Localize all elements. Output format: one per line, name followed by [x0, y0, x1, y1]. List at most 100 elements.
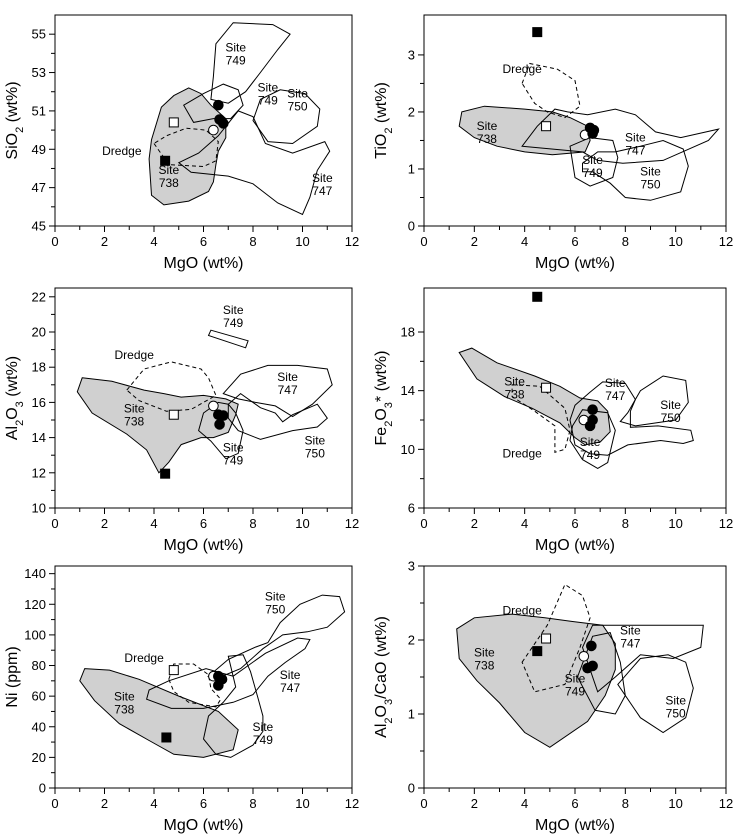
x-tick-label: 10	[295, 796, 309, 811]
y-axis-title: SiO2​ (wt%)	[4, 81, 26, 159]
data-point-filled-square	[160, 155, 171, 166]
data-point-filled-square	[532, 291, 543, 302]
field-label: 747	[620, 636, 640, 650]
field-label: Dredge	[124, 651, 164, 665]
y-tick-label: 80	[32, 658, 46, 673]
field-label: Site	[312, 171, 333, 185]
field-label: 750	[661, 411, 681, 425]
y-tick-label: 120	[24, 597, 46, 612]
field-label: Site	[305, 433, 326, 447]
y-axis-title: Al2​O3​ (wt%)	[4, 356, 26, 440]
y-tick-label: 14	[401, 383, 415, 398]
data-point-filled-circle	[213, 680, 224, 691]
field-label: 747	[312, 184, 332, 198]
field-label: Site	[665, 694, 686, 708]
field-label: 749	[223, 453, 243, 467]
field-label: Site	[640, 165, 661, 179]
y-tick-label: 55	[32, 27, 46, 42]
x-tick-label: 12	[345, 516, 359, 531]
field-label: 749	[253, 733, 273, 747]
x-axis-title: MgO (wt%)	[535, 255, 615, 272]
y-tick-label: 6	[408, 501, 415, 516]
x-axis-title: MgO (wt%)	[164, 817, 244, 834]
chart-panel-1: Site738DredgeSite749Site749Site750Site74…	[4, 14, 359, 272]
data-point-filled-circle	[213, 99, 224, 111]
x-tick-label: 8	[249, 234, 256, 249]
x-tick-label: 2	[471, 796, 478, 811]
field-label: 747	[278, 383, 298, 397]
field-outline-dredge	[521, 583, 591, 693]
x-tick-label: 0	[420, 796, 427, 811]
y-axis-title: Ni (ppm)	[4, 646, 21, 707]
data-point-open-square	[541, 121, 552, 132]
field-label: Site	[258, 81, 279, 95]
field-outline-site-738	[456, 613, 616, 748]
field-label: Dredge	[102, 144, 142, 158]
field-outline-site-747	[569, 381, 694, 456]
field-outline-site-750	[619, 375, 689, 427]
field-label: 749	[258, 94, 278, 108]
x-tick-label: 0	[51, 516, 58, 531]
field-label: Site	[582, 153, 603, 167]
field-label: Site	[504, 375, 525, 389]
x-axis-title: MgO (wt%)	[164, 255, 244, 272]
x-tick-label: 12	[345, 796, 359, 811]
field-label: Site	[477, 119, 498, 133]
field-label: 747	[605, 389, 625, 403]
y-tick-label: 3	[408, 47, 415, 62]
field-outline-site-738	[148, 87, 227, 206]
field-label: Dredge	[115, 348, 155, 362]
field-label: Site	[124, 402, 145, 416]
field-label: Site	[159, 163, 180, 177]
field-outline-site-747	[581, 624, 704, 693]
field-outline-site-747	[521, 108, 720, 164]
x-axis-title: MgO (wt%)	[535, 817, 615, 834]
chart-panel-3: Site738DredgeSite749Site747Site750Site74…	[4, 287, 359, 554]
data-point-open-square	[168, 665, 179, 676]
data-point-filled-circle	[218, 118, 229, 129]
y-axis-title: Al2​O3​/CaO (wt%)	[373, 616, 395, 738]
y-tick-label: 16	[32, 395, 46, 410]
field-outline-site-750	[227, 392, 328, 440]
x-tick-label: 4	[521, 234, 528, 249]
y-tick-label: 100	[24, 627, 46, 642]
field-outline-dredge	[153, 127, 219, 168]
y-axis-title: TiO2​ (wt%)	[373, 82, 395, 159]
x-tick-label: 10	[668, 516, 682, 531]
x-tick-label: 4	[521, 516, 528, 531]
x-tick-label: 2	[471, 516, 478, 531]
y-tick-label: 2	[408, 104, 415, 119]
field-outline-site-750	[252, 89, 321, 145]
x-tick-label: 10	[668, 796, 682, 811]
x-tick-label: 6	[571, 516, 578, 531]
data-point-filled-circle	[586, 640, 597, 652]
field-label: 749	[580, 448, 600, 462]
x-tick-label: 0	[420, 516, 427, 531]
x-tick-label: 6	[571, 796, 578, 811]
y-tick-label: 18	[32, 360, 46, 375]
y-tick-label: 20	[32, 325, 46, 340]
y-tick-label: 45	[32, 219, 46, 234]
field-label: Site	[253, 720, 274, 734]
field-label: 749	[226, 53, 246, 67]
y-tick-label: 40	[32, 719, 46, 734]
field-label: 738	[124, 415, 144, 429]
field-label: Site	[114, 689, 135, 703]
field-label: 749	[223, 316, 243, 330]
field-label: 749	[565, 684, 585, 698]
x-tick-label: 8	[249, 796, 256, 811]
field-outline-site-750	[206, 594, 346, 677]
field-label: 738	[505, 388, 525, 402]
field-polygons	[456, 583, 704, 748]
data-point-filled-circle	[214, 419, 225, 430]
y-tick-label: 10	[32, 501, 46, 516]
x-tick-label: 8	[622, 796, 629, 811]
x-tick-label: 4	[150, 796, 157, 811]
field-label: Site	[605, 376, 626, 390]
field-polygons	[458, 347, 694, 469]
x-tick-label: 8	[622, 234, 629, 249]
